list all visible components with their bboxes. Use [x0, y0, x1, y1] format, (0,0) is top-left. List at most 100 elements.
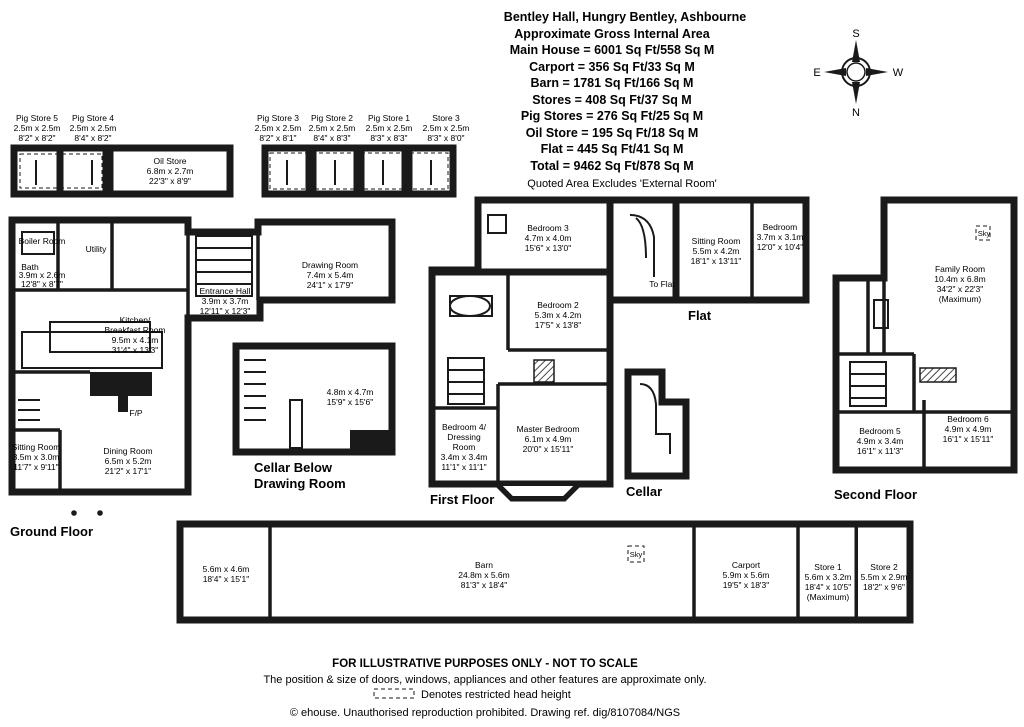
restricted-head-height-legend-icon	[373, 688, 415, 699]
dim-imperial: 19'5" x 18'3"	[723, 580, 770, 590]
label-bedroom-2: Bedroom 2	[537, 300, 579, 310]
dim-metric: 5.5m x 2.9m	[861, 572, 908, 582]
dim-metric: 5.9m x 5.6m	[723, 570, 770, 580]
dim-imperial: 15'9" x 15'6"	[327, 397, 374, 407]
dim-metric: 6.1m x 4.9m	[525, 434, 572, 444]
dim-imperial: 11'1" x 11'1"	[441, 462, 486, 472]
label-flat-bedroom: Bedroom	[763, 222, 798, 232]
label-pig-store-1: Pig Store 1	[368, 113, 410, 123]
area-line: Pig Stores = 276 Sq Ft/25 Sq M	[521, 109, 703, 123]
dim-metric: 4.8m x 4.7m	[327, 387, 374, 397]
label-to-flat: To Flat	[649, 279, 675, 289]
label-bedroom-6: Bedroom 6	[947, 414, 989, 424]
floor-label-cellar-below-2: Drawing Room	[254, 476, 346, 491]
dim-metric: 3.4m x 3.4m	[441, 452, 488, 462]
dim-imperial: 8'4" x 8'2"	[74, 133, 111, 143]
label-pig-store-3: Pig Store 3	[257, 113, 299, 123]
label-fireplace: F/P	[129, 408, 143, 418]
dim-metric: 3.5m x 3.0m	[13, 452, 60, 462]
dim-metric: 5.6m x 4.6m	[203, 564, 250, 574]
dim-imperial: 8'4" x 8'3"	[313, 133, 350, 143]
label-bedroom-4: Bedroom 4/	[442, 422, 487, 432]
step-dot	[97, 510, 103, 516]
cellar: Cellar	[624, 368, 690, 499]
area-line: Barn = 1781 Sq Ft/166 Sq M	[531, 76, 694, 90]
area-line: Approximate Gross Internal Area	[514, 27, 710, 41]
dim-metric: 24.8m x 5.6m	[458, 570, 510, 580]
label-entrance-hall: Entrance Hall	[199, 286, 250, 296]
dim-maximum: (Maximum)	[939, 294, 982, 304]
label-bedroom-4-3: Room	[453, 442, 476, 452]
dim-metric: 7.4m x 5.4m	[307, 270, 354, 280]
copyright: © ehouse. Unauthorised reproduction proh…	[290, 707, 680, 719]
dim-imperial: 8'3" x 8'0"	[427, 133, 464, 143]
dim-metric: 3.9m x 3.7m	[202, 296, 249, 306]
outbuildings: Sky 5.6m x 4.6m 18'4" x 15'1" Barn 24.8m…	[176, 520, 914, 624]
dim-metric: 4.7m x 4.0m	[525, 233, 572, 243]
disclaimer: FOR ILLUSTRATIVE PURPOSES ONLY - NOT TO …	[332, 658, 638, 670]
dim-metric: 2.5m x 2.5m	[423, 123, 470, 133]
floor-label-flat: Flat	[688, 308, 712, 323]
area-line: Main House = 6001 Sq Ft/558 Sq M	[510, 43, 715, 57]
dim-imperial: 8'3" x 8'3"	[370, 133, 407, 143]
dim-imperial: 12'8" x 8'7"	[21, 279, 63, 289]
label-family-room: Family Room	[935, 264, 985, 274]
step-dot	[71, 510, 77, 516]
legend-text: Denotes restricted head height	[421, 689, 571, 701]
dim-metric: 4.9m x 4.9m	[945, 424, 992, 434]
label-utility: Utility	[86, 244, 108, 254]
area-line: Stores = 408 Sq Ft/37 Sq M	[532, 93, 691, 107]
dim-imperial: 18'2" x 9'6"	[863, 582, 905, 592]
dim-imperial: 8'2" x 8'2"	[18, 133, 55, 143]
label-bedroom-4-2: Dressing	[447, 432, 481, 442]
ground-floor: Drawing Room 7.4m x 5.4m 24'1" x 17'9" E…	[8, 216, 396, 539]
dim-metric: 2.5m x 2.5m	[14, 123, 61, 133]
label-oil-store: Oil Store	[153, 156, 186, 166]
dim-metric: 3.7m x 3.1m	[757, 232, 804, 242]
compass-n: N	[852, 107, 860, 119]
label-bath: Bath	[21, 262, 39, 272]
dim-metric: 6.8m x 2.7m	[147, 166, 194, 176]
dim-metric: 3.9m x 2.6m	[19, 270, 66, 280]
dim-imperial: 81'3" x 18'4"	[461, 580, 508, 590]
dim-imperial: 8'2" x 8'1"	[259, 133, 296, 143]
dim-imperial: 18'4" x 10'5"	[805, 582, 852, 592]
label-store-2: Store 2	[870, 562, 898, 572]
label-skylight: Sky	[978, 229, 991, 238]
label-pig-store-5: Pig Store 5	[16, 113, 58, 123]
label-kitchen: Kitchen/	[120, 315, 151, 325]
label-barn: Barn	[475, 560, 493, 570]
label-flat-sitting-room: Sitting Room	[692, 236, 741, 246]
dim-metric: 5.5m x 4.2m	[693, 246, 740, 256]
dim-imperial: 16'1" x 11'3"	[857, 446, 903, 456]
dim-metric: 2.5m x 2.5m	[309, 123, 356, 133]
dim-metric: 2.5m x 2.5m	[70, 123, 117, 133]
label-kitchen-2: Breakfast Room	[105, 325, 166, 335]
dim-metric: 5.6m x 3.2m	[805, 572, 852, 582]
dim-imperial: 34'2" x 22'3"	[937, 284, 984, 294]
dim-maximum: (Maximum)	[807, 592, 850, 602]
pig-stores-left: Pig Store 5 2.5m x 2.5m 8'2" x 8'2" Pig …	[10, 113, 234, 198]
dim-imperial: 20'0" x 15'11"	[523, 444, 574, 454]
area-line: Total = 9462 Sq Ft/878 Sq M	[530, 159, 693, 173]
floor-label-cellar: Cellar	[626, 484, 662, 499]
label-dining-room: Dining Room	[103, 446, 152, 456]
dim-imperial: 12'11" x 12'3"	[200, 306, 251, 316]
label-pig-store-4: Pig Store 4	[72, 113, 114, 123]
dim-imperial: 12'0" x 10'4"	[757, 242, 804, 252]
label-carport: Carport	[732, 560, 761, 570]
floor-label-cellar-below: Cellar Below	[254, 460, 333, 475]
area-line: Flat = 445 Sq Ft/41 Sq M	[541, 142, 684, 156]
dim-metric: 4.9m x 3.4m	[857, 436, 904, 446]
label-store-3: Store 3	[432, 113, 460, 123]
dim-metric: 10.4m x 6.8m	[934, 274, 986, 284]
label-sitting-room-ground: Sitting Room	[12, 442, 61, 452]
dim-imperial: 15'6" x 13'0"	[525, 243, 572, 253]
dim-metric: 9.5m x 4.1m	[112, 335, 159, 345]
label-drawing-room: Drawing Room	[302, 260, 358, 270]
label-skylight-barn: Sky	[630, 550, 643, 559]
cellar-below-drawing-room: 4.8m x 4.7m 15'9" x 15'6" Cellar Below D…	[232, 342, 396, 491]
compass-icon: S N E W	[813, 28, 903, 119]
first-floor: Bedroom 3 4.7m x 4.0m 15'6" x 13'0" Bedr…	[428, 196, 810, 507]
